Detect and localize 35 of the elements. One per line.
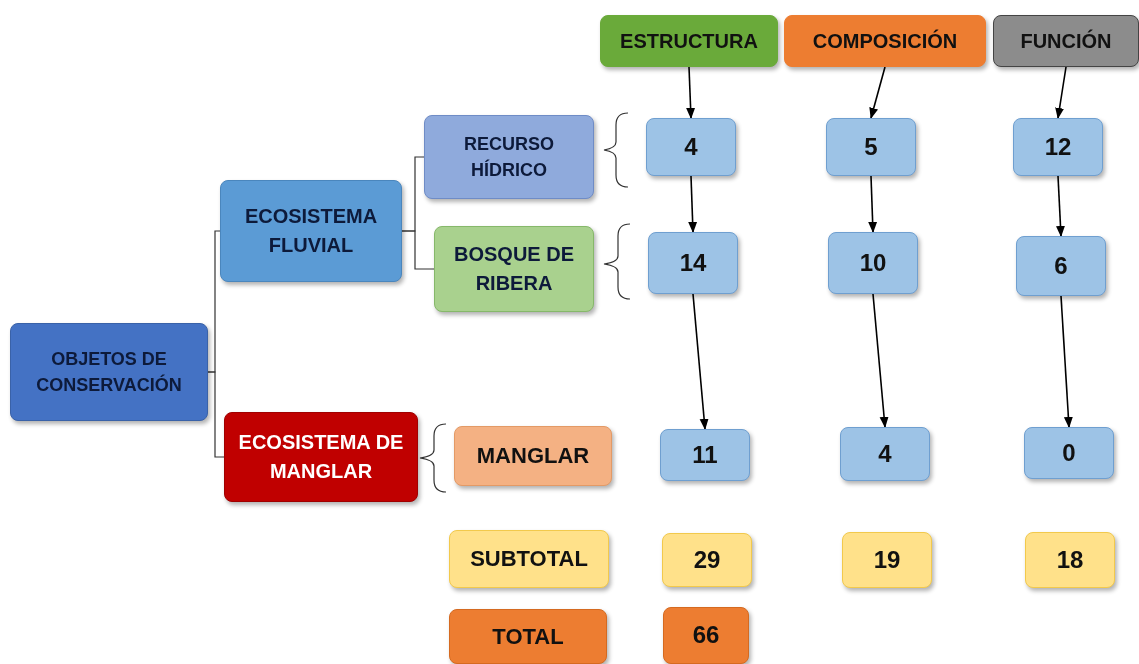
root-box: OBJETOS DE CONSERVACIÓN xyxy=(10,323,208,421)
category-header: ESTRUCTURA xyxy=(600,15,778,67)
component-box: BOSQUE DE RIBERA xyxy=(434,226,594,312)
value-box: 4 xyxy=(646,118,736,176)
connector-line xyxy=(207,371,225,458)
total-box: 66 xyxy=(663,607,749,664)
arrow xyxy=(872,293,889,429)
arrow xyxy=(868,175,878,234)
total-box: TOTAL xyxy=(449,609,607,664)
arrow xyxy=(1060,295,1073,429)
component-box: MANGLAR xyxy=(454,426,612,486)
arrow xyxy=(688,175,698,234)
subtotal-box: 19 xyxy=(842,532,932,588)
arrow xyxy=(692,293,709,431)
subtotal-box: 18 xyxy=(1025,532,1115,588)
category-header: FUNCIÓN xyxy=(993,15,1139,67)
value-box: 4 xyxy=(840,427,930,481)
arrow xyxy=(869,66,886,120)
value-box: 11 xyxy=(660,429,750,481)
subtotal-box: SUBTOTAL xyxy=(449,530,609,588)
ecosystem-box: ECOSISTEMA DE MANGLAR xyxy=(224,412,418,502)
arrow xyxy=(1056,175,1065,238)
arrow xyxy=(1055,66,1067,120)
value-box: 14 xyxy=(648,232,738,294)
ecosystem-box: ECOSISTEMA FLUVIAL xyxy=(220,180,402,282)
category-header: COMPOSICIÓN xyxy=(784,15,986,67)
value-box: 12 xyxy=(1013,118,1103,176)
component-box: RECURSO HÍDRICO xyxy=(424,115,594,199)
arrow xyxy=(686,66,696,120)
value-box: 10 xyxy=(828,232,918,294)
connector-line xyxy=(401,230,435,270)
value-box: 0 xyxy=(1024,427,1114,479)
value-box: 6 xyxy=(1016,236,1106,296)
subtotal-box: 29 xyxy=(662,533,752,587)
value-box: 5 xyxy=(826,118,916,176)
